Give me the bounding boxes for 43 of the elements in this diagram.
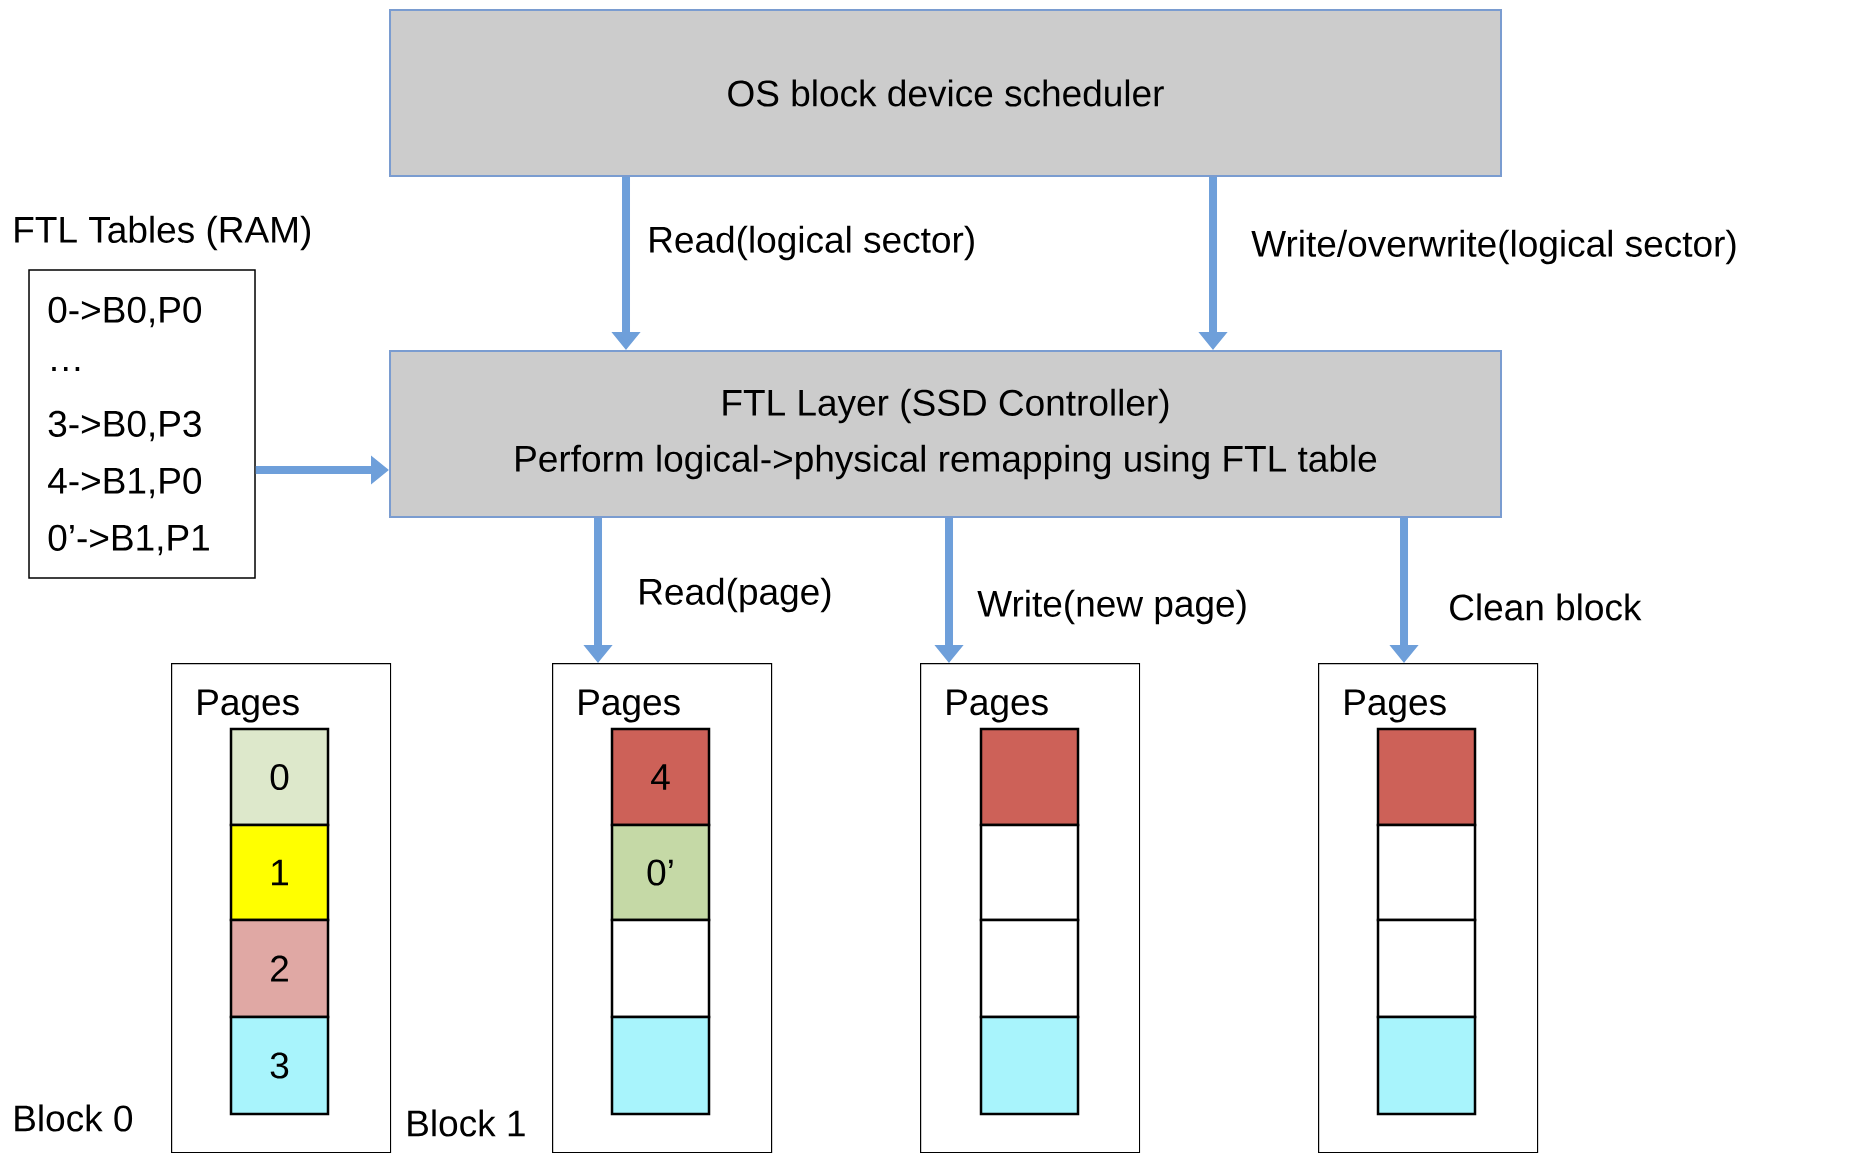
block-box: [171, 663, 392, 1153]
edge-label: Write(new page): [975, 587, 1250, 627]
table-entry: 0’->B1,P1: [48, 524, 209, 556]
page-cell: [1376, 823, 1477, 922]
edge-label: Write/overwrite(logical sector): [1249, 227, 1740, 267]
block-heading: Pages: [579, 689, 680, 723]
page-cell: 0: [229, 727, 330, 827]
page-cell: 0’: [610, 823, 711, 922]
process-box: [389, 350, 1502, 518]
page-cell: [979, 823, 1080, 922]
block-heading: Pages: [198, 689, 299, 723]
page-cell: [979, 727, 1080, 827]
page-cell: [1376, 918, 1477, 1019]
block-heading: Pages: [947, 689, 1048, 723]
block-heading: Pages: [1345, 689, 1446, 723]
page-cell: [1376, 727, 1477, 827]
page-cell: 1: [229, 823, 330, 922]
process-box: [389, 9, 1502, 177]
edge-label: Clean block: [1446, 591, 1644, 623]
edge-label: Read(page): [635, 575, 835, 615]
page-cell: 4: [610, 727, 711, 827]
block-box: [920, 663, 1141, 1153]
table-box: [28, 269, 256, 579]
page-cell: 2: [229, 918, 330, 1019]
page-cell: [610, 918, 711, 1019]
edge-label: Read(logical sector): [645, 223, 979, 263]
box-title: FTL Layer (SSD Controller): [723, 388, 1169, 424]
table-heading: FTL Tables (RAM): [15, 215, 310, 251]
table-entry: 3->B0,P3: [48, 410, 201, 442]
page-cell: [979, 1015, 1080, 1116]
block-label: Block 0: [15, 1104, 133, 1132]
block-label: Block 1: [408, 1109, 525, 1137]
table-entry: 4->B1,P0: [48, 467, 202, 499]
block-box: [1318, 663, 1539, 1153]
page-cell: [610, 1015, 711, 1116]
page-cell: [1376, 1015, 1477, 1116]
box-title: OS block device scheduler: [728, 79, 1164, 107]
page-cell: [979, 918, 1080, 1019]
page-cell: 3: [229, 1015, 330, 1116]
block-box: [552, 663, 773, 1153]
table-entry: …: [52, 367, 80, 371]
table-entry: 0->B0,P0: [48, 296, 202, 328]
box-text: Perform logical->physical remapping using FTL table: [516, 444, 1377, 480]
